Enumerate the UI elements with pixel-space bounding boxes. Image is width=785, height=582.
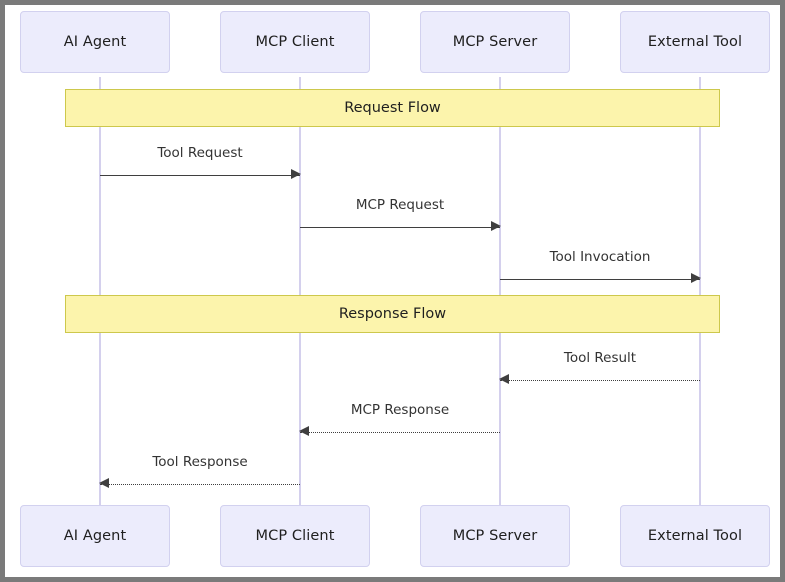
participant-label: MCP Client (255, 34, 335, 50)
participant-top-mcp-server[interactable]: MCP Server (420, 11, 570, 73)
message-label: MCP Request (355, 197, 445, 213)
message-mcp-request: MCP Request (300, 195, 501, 239)
section-banner-label: Response Flow (338, 306, 447, 322)
message-label: MCP Response (350, 402, 450, 418)
message-tool-response: Tool Response (99, 452, 300, 496)
arrowhead-right-icon (691, 273, 701, 283)
message-line-dashed (500, 380, 700, 381)
section-banner-request-flow: Request Flow (65, 89, 720, 127)
section-banner-label: Request Flow (344, 100, 441, 116)
participant-bottom-ai-agent[interactable]: AI Agent (20, 505, 170, 567)
message-line-solid (500, 279, 700, 280)
participant-label: MCP Server (452, 528, 538, 544)
arrowhead-left-icon (99, 478, 109, 488)
arrowhead-left-icon (299, 426, 309, 436)
participant-label: AI Agent (63, 34, 127, 50)
message-tool-result: Tool Result (499, 348, 700, 392)
section-banner-response-flow: Response Flow (65, 295, 720, 333)
message-mcp-response: MCP Response (299, 400, 500, 444)
message-line-solid (300, 227, 500, 228)
arrowhead-right-icon (291, 169, 301, 179)
message-line-dashed (300, 432, 500, 433)
participant-bottom-mcp-client[interactable]: MCP Client (220, 505, 370, 567)
message-line-dashed (100, 484, 300, 485)
participant-label: MCP Server (452, 34, 538, 50)
participant-top-external-tool[interactable]: External Tool (620, 11, 770, 73)
participant-top-ai-agent[interactable]: AI Agent (20, 11, 170, 73)
message-label: Tool Response (152, 454, 248, 470)
participant-label: External Tool (647, 528, 743, 544)
diagram-canvas: AI Agent MCP Client MCP Server External … (5, 5, 780, 577)
message-tool-request: Tool Request (100, 143, 301, 187)
participant-label: External Tool (647, 34, 743, 50)
participant-label: MCP Client (255, 528, 335, 544)
participant-top-mcp-client[interactable]: MCP Client (220, 11, 370, 73)
message-tool-invocation: Tool Invocation (500, 247, 701, 291)
message-line-solid (100, 175, 300, 176)
participant-bottom-mcp-server[interactable]: MCP Server (420, 505, 570, 567)
participant-label: AI Agent (63, 528, 127, 544)
message-label: Tool Request (157, 145, 243, 161)
message-label: Tool Result (563, 350, 637, 366)
participant-bottom-external-tool[interactable]: External Tool (620, 505, 770, 567)
arrowhead-right-icon (491, 221, 501, 231)
message-label: Tool Invocation (549, 249, 651, 265)
arrowhead-left-icon (499, 374, 509, 384)
